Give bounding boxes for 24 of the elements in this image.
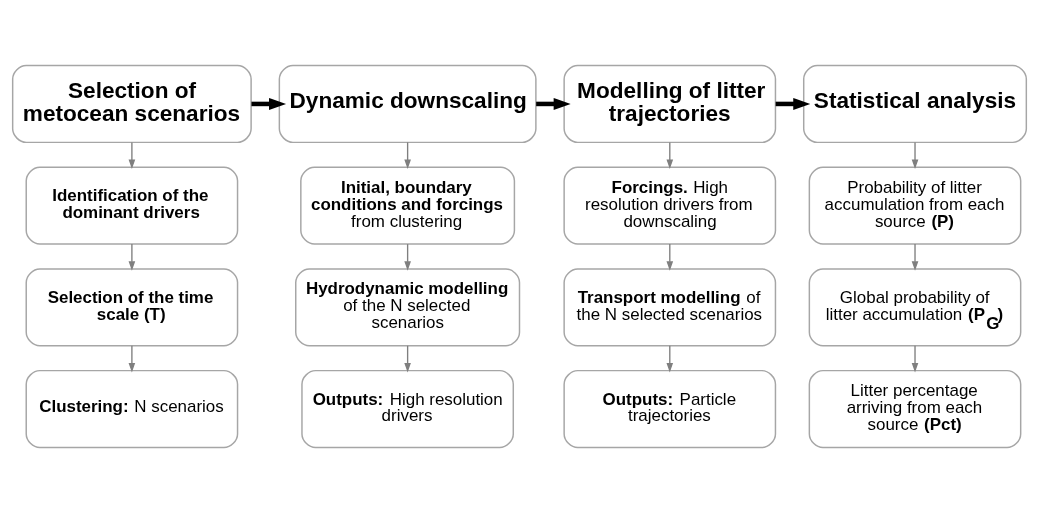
- arrow: [128, 141, 136, 169]
- node-box: Identification of the dominant drivers: [25, 166, 239, 245]
- node-box: Dynamic downscaling: [278, 64, 537, 143]
- node-box: Outputs: Particle trajectories: [563, 369, 777, 448]
- node-box: Probability of litter accumulation from each source (P): [808, 166, 1022, 245]
- node-box: Litter percentage arriving from each source (Pct): [808, 369, 1022, 448]
- arrow: [911, 242, 919, 271]
- node-box: Clustering: N scenarios: [25, 369, 239, 448]
- arrow: [775, 97, 811, 110]
- node-box: Selection of the time scale (T): [25, 267, 239, 346]
- arrow: [128, 242, 136, 271]
- arrow: [911, 141, 919, 169]
- node-box: Outputs: High resolution drivers: [301, 369, 514, 448]
- arrow: [128, 344, 136, 372]
- node-box: Selection of metocean scenarios: [11, 64, 252, 143]
- node-box: Forcings. High resolution drivers from downscaling: [563, 166, 777, 245]
- arrow: [536, 97, 571, 110]
- arrow: [251, 97, 287, 110]
- node-box: Transport modelling of the N selected scenarios: [563, 267, 777, 346]
- arrow: [911, 344, 919, 372]
- node-box: Modelling of litter trajectories: [563, 64, 777, 143]
- node-box: Initial, boundary conditions and forcings from clustering: [300, 166, 516, 245]
- node-box: Statistical analysis: [802, 64, 1028, 143]
- node-box: Hydrodynamic modelling of the N selected scenarios: [295, 267, 521, 346]
